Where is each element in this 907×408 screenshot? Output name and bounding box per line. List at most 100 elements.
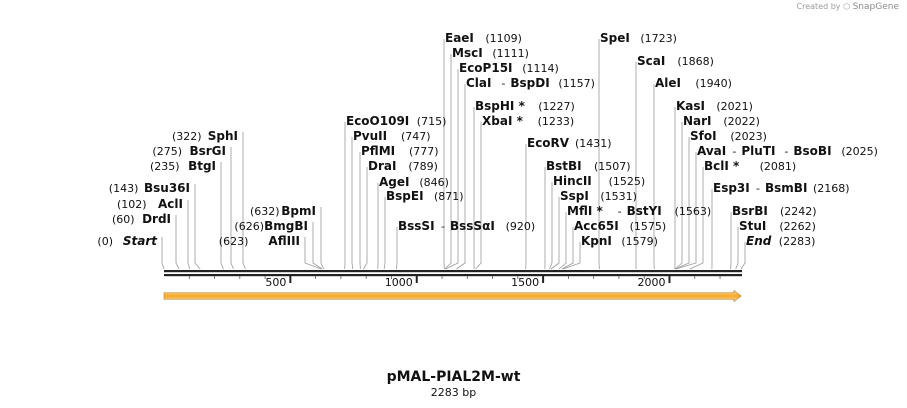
site-position: (715) [417,115,447,128]
site-bsphi[interactable]: BspHI *(1227) [475,99,575,113]
site-btgi[interactable]: BtgI(235) [150,159,216,173]
site-bsssi[interactable]: BssSI-BssSαI(920) [398,219,535,233]
site-leader-line [549,182,553,270]
site-position: (777) [409,145,439,158]
snapgene-credit: Created by ⬡ SnapGene [797,2,900,12]
site-position: (143) [109,182,139,195]
site-name: Bsu36I [144,181,190,195]
site-esp3i[interactable]: Esp3I-BsmBI(2168) [713,181,850,195]
site-eaei[interactable]: EaeI(1109) [445,31,522,45]
site-name: ScaI [637,54,665,68]
site-position: (1940) [695,77,732,90]
site-ecoo109i[interactable]: EcoO109I(715) [346,114,446,128]
site-drai[interactable]: DraI (789) [368,159,438,173]
site-name: KasI [676,99,705,113]
site-bsu36i[interactable]: Bsu36I (143) [109,181,190,195]
site-afliii[interactable]: AflIII(623) [219,234,300,248]
site-ecop15i[interactable]: EcoP15I(1114) [459,61,559,75]
site-kpni[interactable]: KpnI(1579) [581,234,658,248]
site-bsrbi[interactable]: BsrBI (2242) [732,204,817,218]
site-clai[interactable]: ClaI-BspDI(1157) [466,76,595,90]
site-name: NarI [683,114,712,128]
site-ecorv[interactable]: EcoRV (1431) [527,136,612,150]
site-name: SfoI [690,129,717,143]
site-position: (2262) [779,220,816,233]
site-nari[interactable]: NarI (2022) [683,114,760,128]
site-position: (235) [150,160,180,173]
site-leader-line [674,122,683,270]
site-acli[interactable]: AclI(102) [117,197,183,211]
site-leader-line [220,162,224,270]
site-name: BmgBI [264,219,308,233]
site-position: (1531) [600,190,637,203]
site-start[interactable]: Start(0) [97,234,158,248]
site-kasi[interactable]: KasI(2021) [676,99,753,113]
site-drdi[interactable]: DrdI(60) [112,212,171,226]
site-name: DraI [368,159,396,173]
site-leader-line [304,237,322,270]
site-name-separator: - [618,205,622,218]
site-leader-line [312,222,323,270]
feature-arrow[interactable] [163,289,742,303]
site-name: AclI [158,197,183,211]
site-agei[interactable]: AgeI(846) [379,175,449,189]
site-pvuii[interactable]: PvuII(747) [353,129,431,143]
site-name: AgeI [379,175,409,189]
site-spei[interactable]: SpeI(1723) [600,31,677,45]
site-name: BclI * [704,159,740,173]
site-stui[interactable]: StuI(2262) [739,219,816,233]
site-sfoi[interactable]: SfoI(2023) [690,129,767,143]
site-bcli[interactable]: BclI *(2081) [704,159,796,173]
site-position: (2025) [841,145,878,158]
site-alei[interactable]: AleI(1940) [655,76,732,90]
site-name: EcoRV [527,136,570,150]
site-position: (2022) [723,115,760,128]
site-isoschizomer-name: BssSαI [450,219,495,233]
site-leader-line [735,227,739,270]
site-position: (1575) [630,220,667,233]
site-mfli[interactable]: MflI *-BstYI(1563) [567,204,711,218]
site-leader-line [383,197,386,270]
site-position: (1431) [575,137,612,150]
site-name: Esp3I [713,181,750,195]
site-hincii[interactable]: HincII(1525) [553,174,645,188]
site-bspei[interactable]: BspEI(871) [386,189,464,203]
site-end[interactable]: End(2283) [746,234,815,248]
site-position: (60) [112,213,135,226]
site-name: SpeI [600,31,630,45]
site-name: BstBI [546,159,582,173]
site-avai[interactable]: AvaI-PluTI-BsoBI(2025) [697,144,878,158]
site-leader-line [230,147,234,270]
scale-tick-label: 1000 [385,276,413,289]
site-leader-line [675,152,697,270]
site-position: (1111) [492,47,529,60]
sequence-backbone [164,270,742,277]
site-bsrgi[interactable]: BsrGI(275) [152,144,226,158]
site-name: Acc65I [574,219,619,233]
site-leader-line [558,212,567,270]
site-position: (2242) [780,205,817,218]
site-acc65i[interactable]: Acc65I (1575) [574,219,666,233]
site-name: PflMI [361,144,395,158]
site-position: (1109) [485,32,522,45]
site-msci[interactable]: MscI(1111) [452,46,529,60]
site-position: (632) [250,205,280,218]
site-sspi[interactable]: SspI(1531) [560,189,637,203]
site-name: HincII [553,174,592,188]
site-leader-line [456,84,466,270]
site-position: (920) [506,220,536,233]
site-isoschizomer-name: BsmBI [765,181,807,195]
site-isoschizomer-name: BsoBI [793,144,831,158]
snapgene-logo-icon: ⬡ [843,2,851,11]
site-name: BsrBI [732,204,768,218]
site-sphi[interactable]: SphI(322) [172,129,238,143]
site-name-separator: - [501,77,505,90]
site-scai[interactable]: ScaI(1868) [637,54,714,68]
site-xbai[interactable]: XbaI *(1233) [482,114,574,128]
site-bmgbi[interactable]: BmgBI(626) [234,219,308,233]
site-position: (789) [408,160,438,173]
site-pflmi[interactable]: PflMI (777) [361,144,439,158]
site-bpmi[interactable]: BpmI(632) [250,204,316,218]
site-name: AflIII [268,234,300,248]
site-bstbi[interactable]: BstBI(1507) [546,159,631,173]
